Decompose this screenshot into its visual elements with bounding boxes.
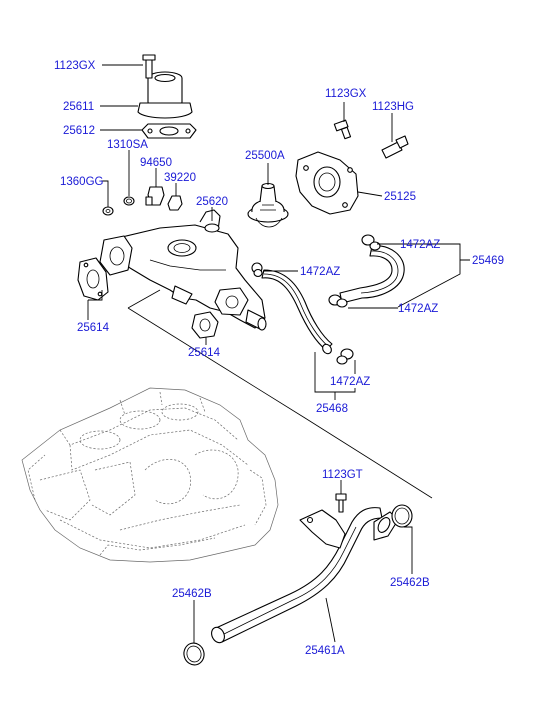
bolt-1123gt xyxy=(335,493,347,513)
label-94650[interactable]: 94650 xyxy=(140,157,172,169)
clamp-1472az-a xyxy=(361,234,381,251)
label-25462b-right[interactable]: 25462B xyxy=(390,577,430,589)
plug-1310sa xyxy=(123,196,135,206)
clamp-1472az-b xyxy=(251,262,263,278)
thermostat-25500a xyxy=(247,182,289,228)
o-ring-25462b-left xyxy=(183,642,205,666)
gasket-25612 xyxy=(141,123,197,139)
label-1123hg[interactable]: 1123HG xyxy=(372,101,414,113)
label-25125[interactable]: 25125 xyxy=(384,191,416,203)
o-ring-25462b-right xyxy=(391,504,413,528)
label-1472az-c[interactable]: 1472AZ xyxy=(398,303,438,315)
label-39220[interactable]: 39220 xyxy=(164,172,196,184)
label-25461a[interactable]: 25461A xyxy=(305,645,345,657)
sender-39220 xyxy=(167,195,183,211)
leader-lines xyxy=(87,64,470,643)
label-1472az-a[interactable]: 1472AZ xyxy=(400,239,440,251)
assembly-guide-line xyxy=(127,289,433,499)
label-25614-mid[interactable]: 25614 xyxy=(188,347,221,359)
gasket-25614-mid xyxy=(191,311,219,339)
label-1472az-b[interactable]: 1472AZ xyxy=(300,266,340,278)
label-25468[interactable]: 25468 xyxy=(316,403,348,415)
bolt-1123gx-right xyxy=(333,119,352,140)
clamp-1472az-d xyxy=(336,348,354,365)
label-25612[interactable]: 25612 xyxy=(63,125,95,137)
sensor-94650 xyxy=(145,186,165,206)
label-1310sa[interactable]: 1310SA xyxy=(107,139,148,151)
engine-block-illustration xyxy=(21,387,279,563)
hose-25468 xyxy=(261,269,333,355)
label-1123gx-right[interactable]: 1123GX xyxy=(325,88,367,100)
label-25469[interactable]: 25469 xyxy=(472,255,504,267)
bolt-1123gx-top xyxy=(142,54,156,79)
thermostat-cover-25125 xyxy=(295,151,359,215)
label-25614-left[interactable]: 25614 xyxy=(77,322,110,334)
label-25611[interactable]: 25611 xyxy=(63,101,94,113)
washer-1360gg xyxy=(102,206,114,216)
label-1123gt[interactable]: 1123GT xyxy=(322,469,363,481)
clamp-1472az-c xyxy=(328,294,348,308)
label-25620[interactable]: 25620 xyxy=(196,196,228,208)
hose-25469 xyxy=(339,245,405,304)
gasket-25614-left xyxy=(77,257,109,301)
water-manifold-25620 xyxy=(99,209,267,331)
water-pipe-25461a xyxy=(211,507,399,644)
label-1472az-d[interactable]: 1472AZ xyxy=(330,376,370,388)
part-labels: 1123GX 25611 25612 1310SA 94650 1360GG 3… xyxy=(54,60,504,657)
label-25500a[interactable]: 25500A xyxy=(245,150,285,162)
label-1360gg[interactable]: 1360GG xyxy=(60,176,104,188)
thermostat-housing-25611 xyxy=(137,71,193,119)
label-1123gx-top[interactable]: 1123GX xyxy=(54,60,96,72)
label-25462b-left[interactable]: 25462B xyxy=(172,588,212,600)
bolt-1123hg xyxy=(381,135,409,159)
